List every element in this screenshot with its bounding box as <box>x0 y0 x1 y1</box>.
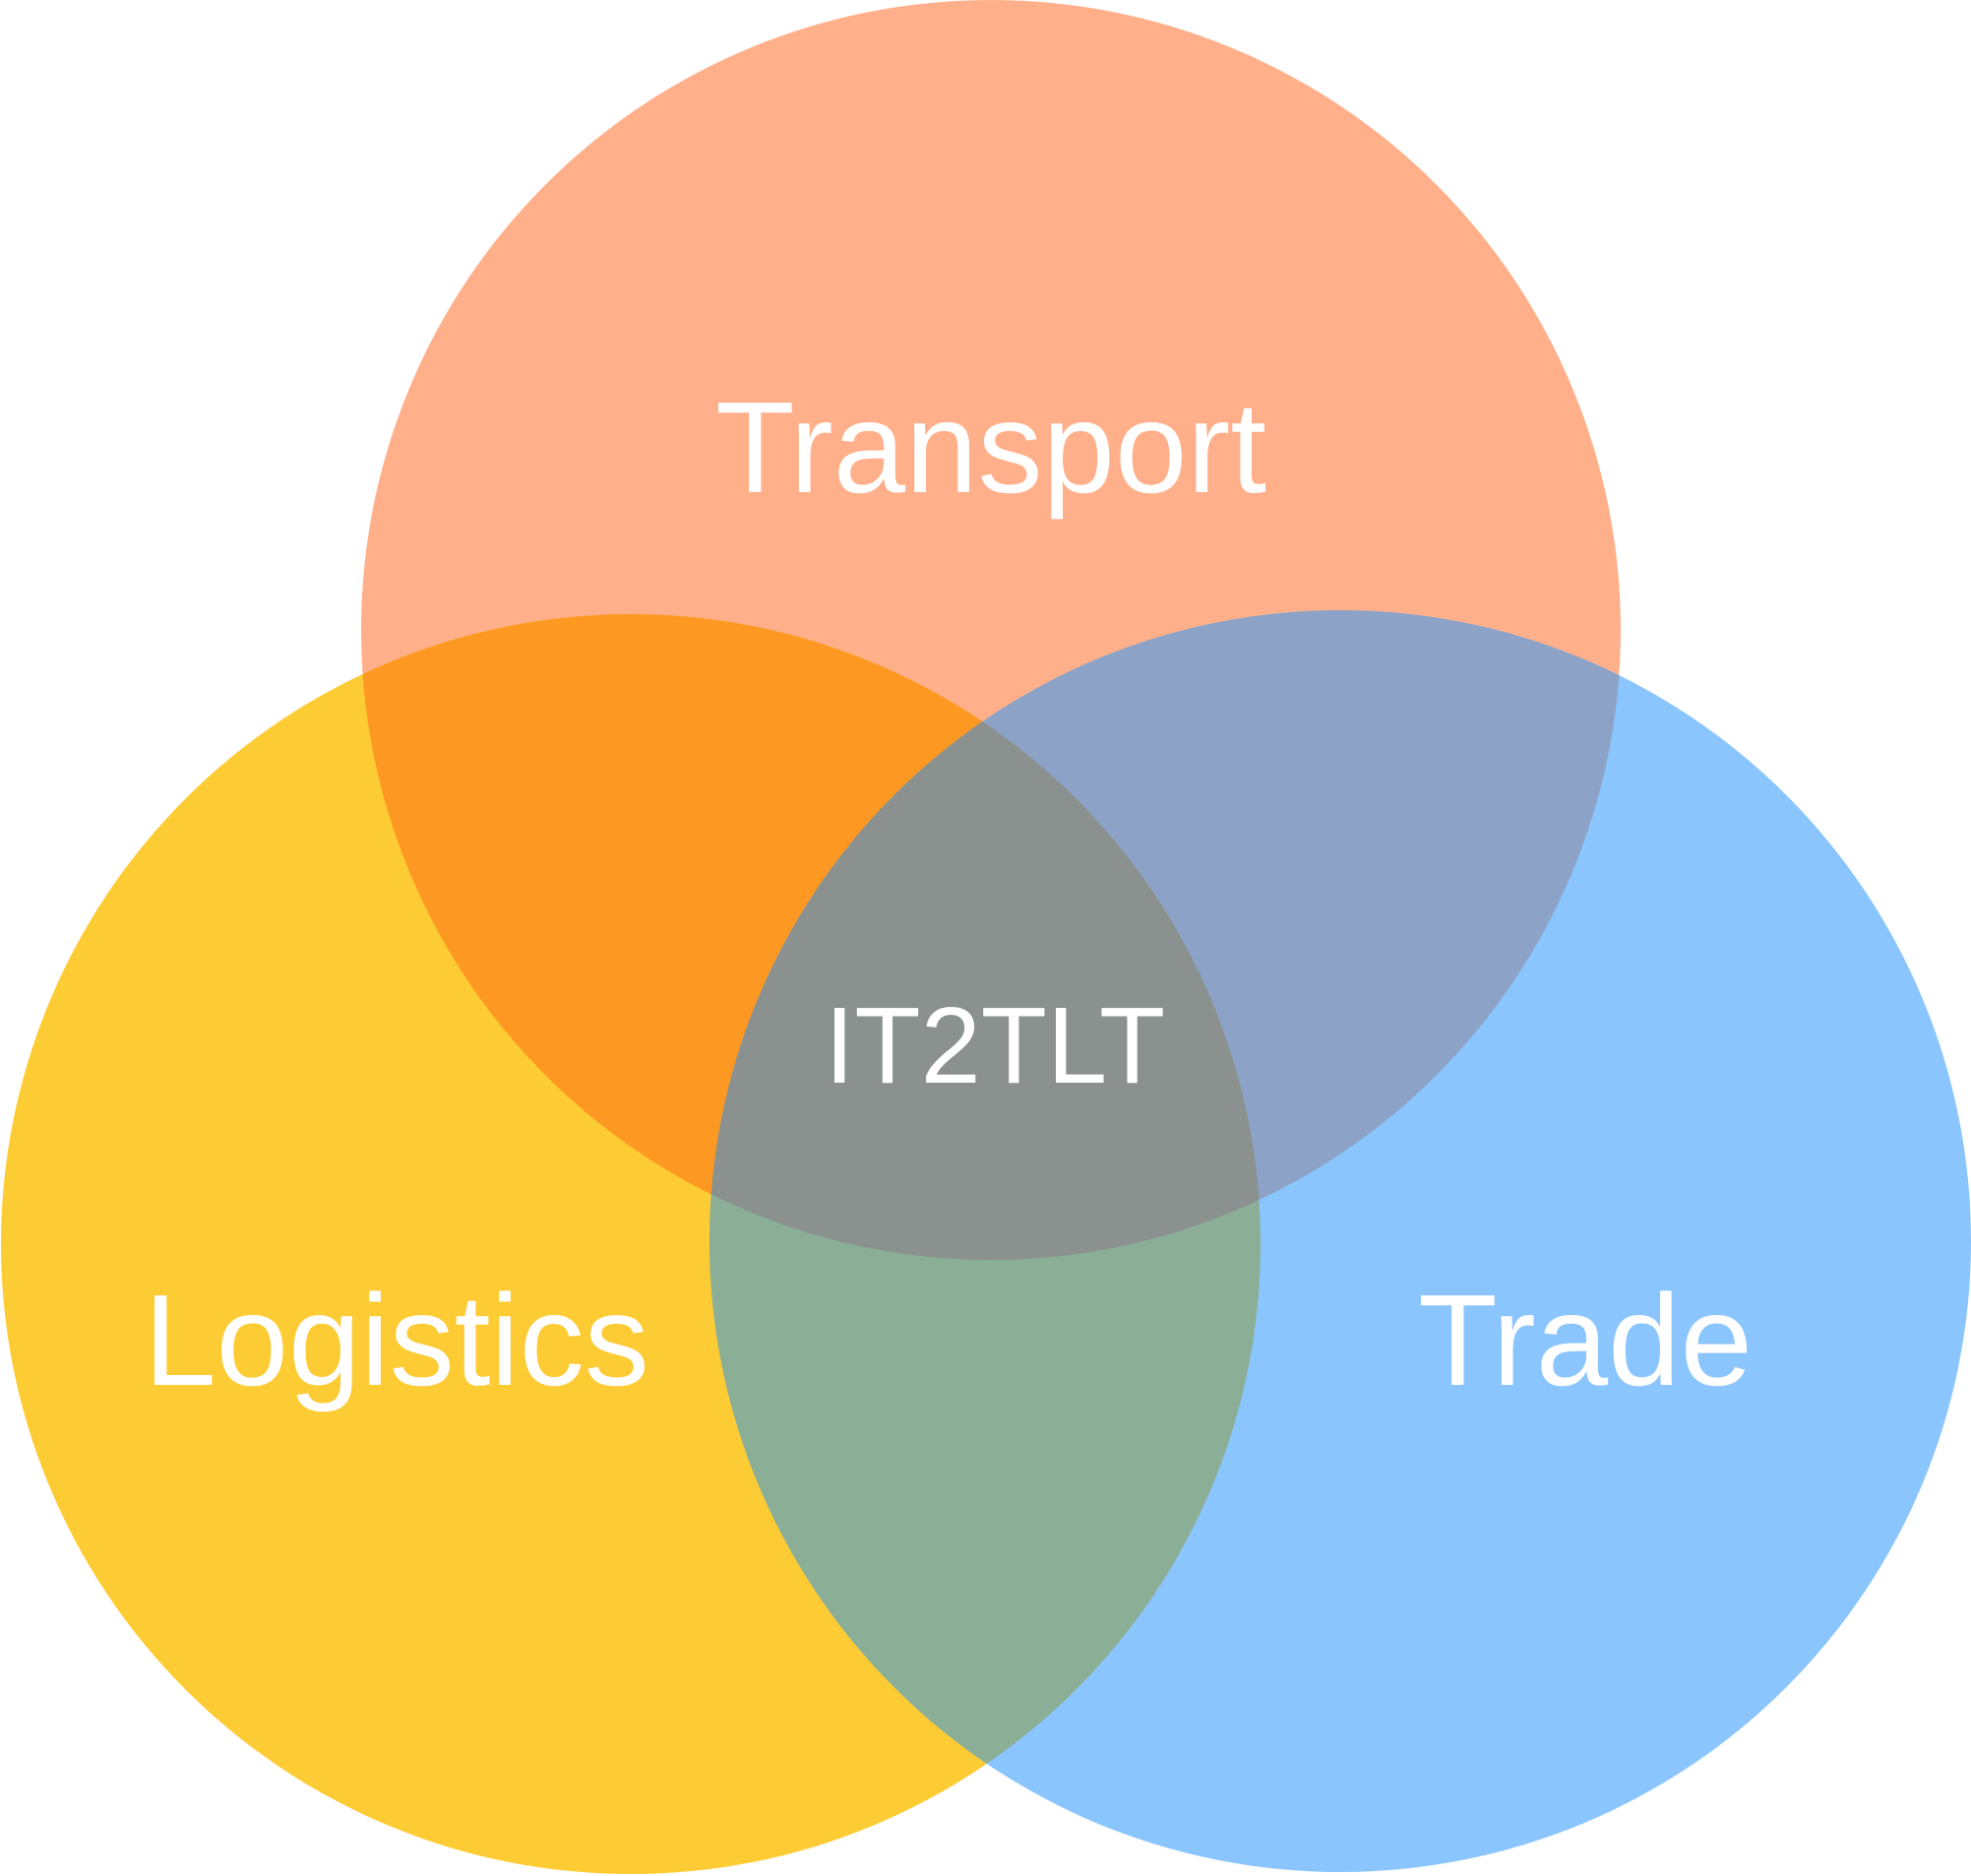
label-trade: Trade <box>1418 1268 1753 1412</box>
label-transport: Transport <box>715 375 1266 520</box>
overlap-all <box>709 614 1261 1260</box>
label-logistics: Logistics <box>144 1268 649 1412</box>
label-center: IT2TLT <box>825 985 1165 1106</box>
